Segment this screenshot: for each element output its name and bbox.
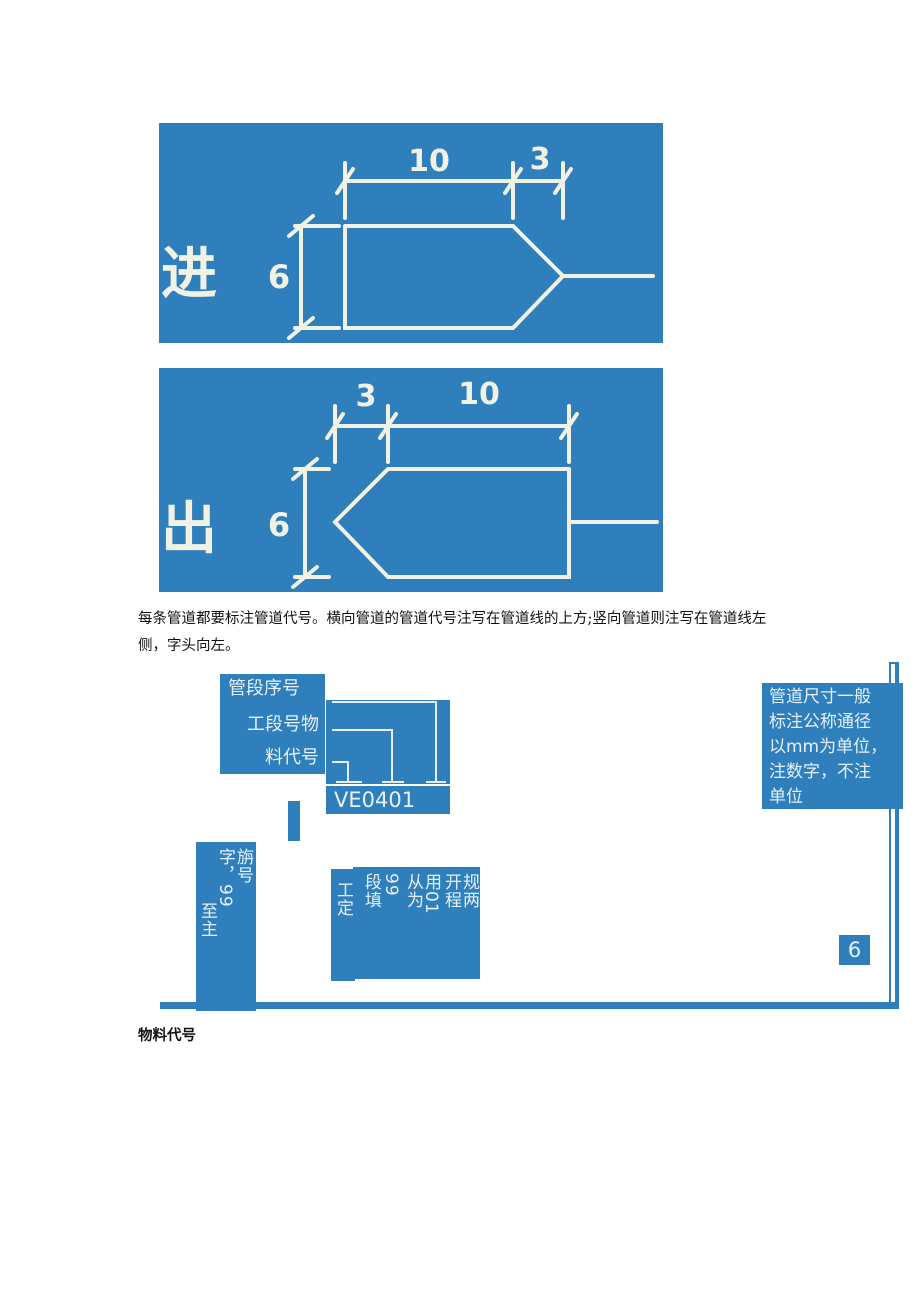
size-note-box: 管道尺寸一般 标注公称通径 以mm为单位， 注数字，不注 单位	[762, 683, 903, 809]
body-paragraph: 每条管道都要标注管道代号。横向管道的管道代号注写在管道线的上方;竖向管道则注写在…	[138, 611, 767, 654]
segment-seq-label: 管段序号	[220, 674, 325, 708]
vertical-note-a: 旃号 字，99 至主	[196, 842, 256, 1011]
dim-height-label: 6	[268, 506, 290, 544]
pipe-code: VE0401	[326, 786, 450, 814]
dim-body-label: 10	[458, 377, 500, 412]
vertical-note-c: 规两 开程 用01 从为 99 段填	[353, 867, 480, 979]
pipe-label-shape-out	[332, 467, 571, 579]
dim-tip-label: 3	[356, 379, 377, 414]
small-marker	[288, 801, 300, 841]
diagram-label-in: 进	[161, 242, 217, 307]
dim-tip-label: 3	[530, 142, 551, 177]
vertical-note-b: 工定	[331, 869, 355, 981]
section-material-label: 工段号物 料代号	[220, 708, 325, 774]
dim-body-label: 10	[408, 144, 450, 179]
diagram-in-panel: 10 3 6 进	[159, 123, 663, 343]
frame-bottom-border	[160, 1002, 899, 1009]
size-value-badge: 6	[839, 935, 870, 965]
caption-material-code: 物料代号	[138, 1027, 196, 1044]
diagram-out-panel: 3 10 6 出	[159, 368, 663, 592]
pipe-label-shape-in	[343, 224, 566, 330]
leader-lines-box	[326, 700, 450, 784]
dim-height-label: 6	[268, 258, 290, 296]
diagram-label-out: 出	[161, 497, 217, 562]
frame-right-inner	[891, 664, 895, 1002]
